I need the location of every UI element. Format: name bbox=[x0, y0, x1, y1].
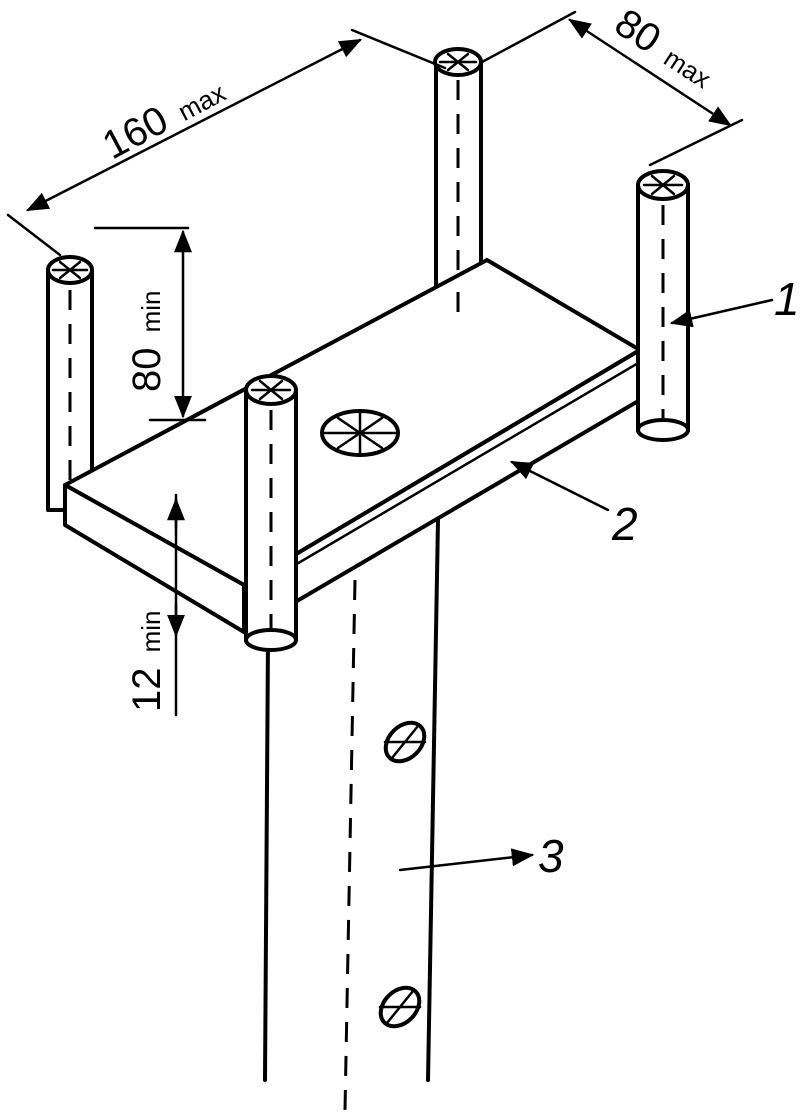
dimension-length: 160 max bbox=[6, 28, 447, 257]
bolt-hole-icon bbox=[383, 720, 427, 764]
peg-back-right bbox=[433, 47, 483, 294]
bolt-hole-icon bbox=[320, 409, 400, 457]
svg-text:12 min: 12 min bbox=[125, 610, 169, 712]
svg-text:80 min: 80 min bbox=[125, 290, 169, 392]
callout-2-label: 2 bbox=[611, 498, 638, 550]
callout-3: 3 bbox=[398, 830, 564, 882]
callout-1: 1 bbox=[669, 273, 800, 328]
bolt-hole-icon bbox=[378, 985, 422, 1029]
dimension-width-qualifier: max bbox=[659, 42, 717, 94]
callout-1-label: 1 bbox=[774, 273, 800, 325]
peg-back-left bbox=[46, 255, 94, 512]
dimension-length-value: 160 bbox=[96, 98, 176, 168]
dimension-width-value: 80 bbox=[607, 1, 668, 62]
callout-3-label: 3 bbox=[538, 830, 564, 882]
callout-2: 2 bbox=[509, 460, 638, 550]
dimension-thickness-qualifier: min bbox=[136, 610, 166, 652]
dimension-length-qualifier: max bbox=[173, 77, 230, 127]
dimension-thickness: 12 min bbox=[125, 493, 185, 717]
plate-2 bbox=[63, 258, 642, 634]
dimension-thickness-value: 12 bbox=[125, 668, 169, 713]
dimension-height-value: 80 bbox=[125, 348, 169, 393]
dimension-height-qualifier: min bbox=[136, 290, 166, 332]
peg-front-left bbox=[244, 374, 298, 652]
dimension-height: 80 min bbox=[93, 226, 207, 422]
dimension-width: 80 max bbox=[480, 1, 744, 167]
post-3 bbox=[263, 518, 440, 1111]
peg-front-right bbox=[636, 169, 690, 442]
svg-text:160 max: 160 max bbox=[96, 68, 232, 168]
